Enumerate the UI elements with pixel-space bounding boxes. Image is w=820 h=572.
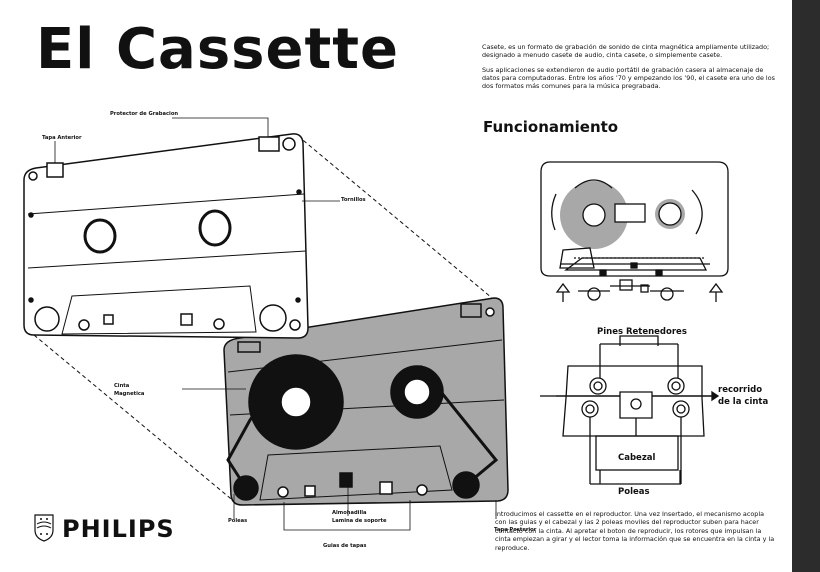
label-poleas-cassette: Poleas (228, 518, 248, 524)
label-tapa-anterior: Tapa Anterior (42, 135, 82, 141)
intro-paragraph-1: Casete, es un formato de grabación de so… (482, 43, 770, 60)
label-recorrido-1: recorrido (718, 385, 763, 395)
intro-text: Casete, es un formato de grabación de so… (482, 43, 782, 97)
label-protector: Protector de Grabacion (110, 111, 179, 117)
side-bar (792, 0, 820, 572)
cassette-back (223, 297, 509, 506)
label-magnetica: Magnetica (114, 391, 145, 397)
cassette-front (23, 133, 309, 339)
label-cabezal: Cabezal (618, 453, 656, 463)
dashed-connectors (33, 135, 493, 504)
bottom-description: Introducimos el cassette en el reproduct… (495, 510, 775, 552)
label-tornillos: Tornillos (341, 197, 366, 203)
section-title: Funcionamiento (483, 118, 619, 136)
label-poleas: Poleas (618, 487, 650, 497)
label-recorrido-2: de la cinta (718, 397, 769, 407)
mechanism-diagram-bottom (540, 335, 720, 485)
label-tapa-posterior: Tapa Posterior (494, 527, 537, 533)
brand-logo: PHILIPS (62, 515, 175, 543)
label-almohadilla: Almohadilla (332, 510, 367, 516)
leader-lines (54, 117, 497, 531)
page-title: El Cassette (36, 17, 399, 82)
label-pines: Pines Retenedores (597, 327, 687, 337)
label-guias: Guias de tapas (323, 543, 367, 549)
mechanism-diagram-top (540, 161, 729, 302)
intro-paragraph-2: Sus aplicaciones se extendieron de audio… (482, 65, 775, 91)
label-lamina: Lamina de soporte (332, 518, 387, 524)
philips-shield-icon (34, 514, 54, 542)
label-cinta: Cinta (114, 383, 130, 389)
